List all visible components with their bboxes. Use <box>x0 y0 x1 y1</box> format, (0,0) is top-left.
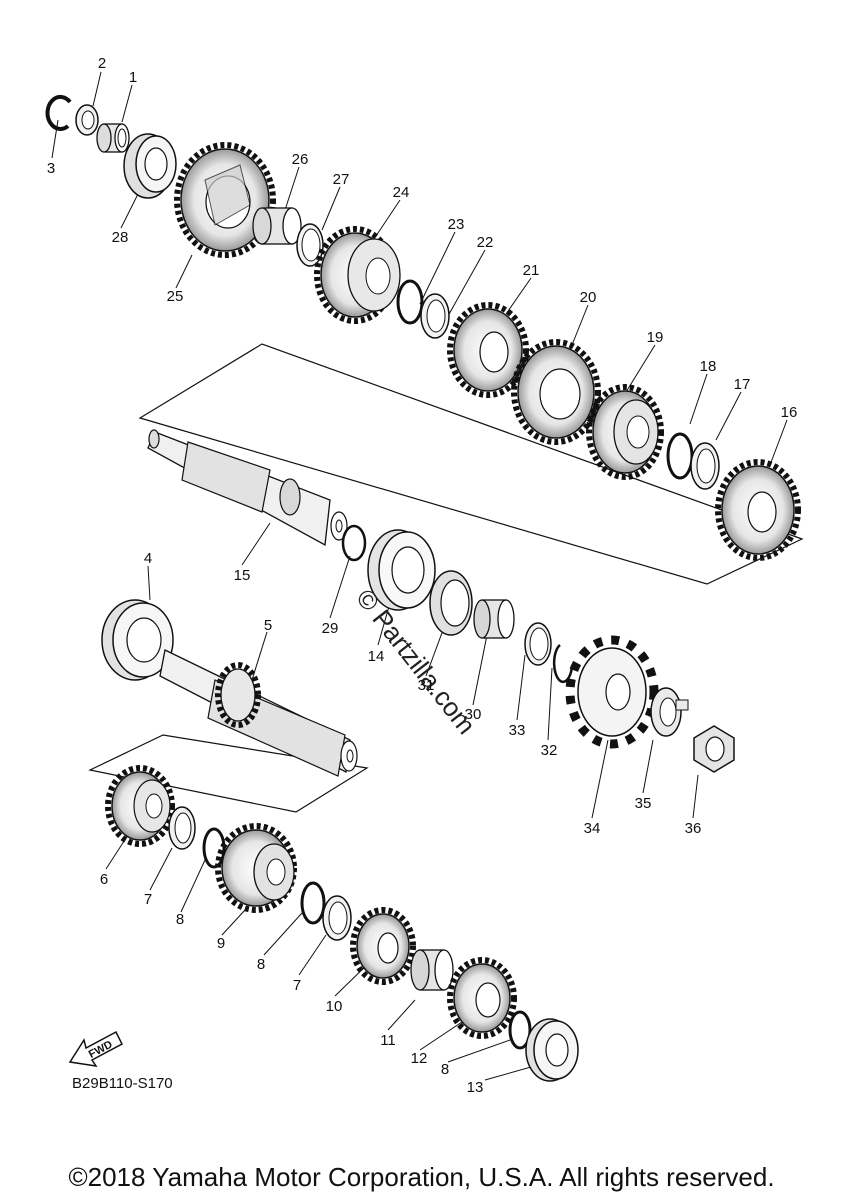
callout-4: 4 <box>144 550 152 567</box>
circlip-18 <box>666 432 694 480</box>
o-ring-29 <box>341 524 367 562</box>
gear-19 <box>586 384 664 480</box>
copyright-notice: ©2018 Yamaha Motor Corporation, U.S.A. A… <box>68 1162 775 1192</box>
washer-17 <box>690 442 720 490</box>
gear-20 <box>511 339 601 445</box>
callout-28: 28 <box>112 229 129 246</box>
fwd-arrow-icon: FWD <box>68 1030 123 1068</box>
gear-10 <box>350 907 416 985</box>
gear-9 <box>215 823 297 913</box>
callout-7a: 7 <box>144 891 152 908</box>
washer-7b <box>322 895 352 941</box>
callout-25: 25 <box>167 288 184 305</box>
washer-2 <box>75 104 99 136</box>
collar-1 <box>96 123 130 153</box>
shaft-5 <box>159 649 358 777</box>
circlip-32 <box>552 644 574 684</box>
washer-7a <box>168 806 196 850</box>
lock-washer-35 <box>650 687 689 737</box>
callout-33: 33 <box>509 722 526 739</box>
callout-20: 20 <box>580 289 597 306</box>
callout-12: 12 <box>411 1050 428 1067</box>
callout-labels: 1 2 3 4 5 6 7 7 8 8 8 9 10 11 12 13 14 1… <box>47 55 798 1096</box>
callout-8c: 8 <box>441 1061 449 1078</box>
bearing-4 <box>101 599 174 681</box>
gear-12 <box>447 957 517 1039</box>
callout-6: 6 <box>100 871 108 888</box>
shaft-15 <box>147 429 348 547</box>
callout-27: 27 <box>333 171 350 188</box>
bushing-11 <box>410 949 454 991</box>
callout-14: 14 <box>368 648 385 665</box>
bearing-14 <box>367 529 436 611</box>
callout-18: 18 <box>700 358 717 375</box>
callout-34: 34 <box>584 820 601 837</box>
callout-36: 36 <box>685 820 702 837</box>
bearing-13 <box>525 1018 579 1082</box>
callout-17: 17 <box>734 376 751 393</box>
diagram-part-code: B29B110-S170 <box>72 1075 173 1092</box>
gear-25 <box>174 142 276 258</box>
circlip-23 <box>396 279 424 325</box>
callout-24: 24 <box>393 184 410 201</box>
callout-2: 2 <box>98 55 106 72</box>
callout-8b: 8 <box>257 956 265 973</box>
callout-9: 9 <box>217 935 225 952</box>
drive-shaft-group-outline <box>88 734 369 813</box>
gear-16 <box>715 459 801 561</box>
fwd-label: FWD <box>87 1038 115 1060</box>
callout-10: 10 <box>326 998 343 1015</box>
callout-1: 1 <box>129 69 137 86</box>
circlip-8a <box>202 827 226 869</box>
collar-30 <box>473 599 515 639</box>
callout-35: 35 <box>635 795 652 812</box>
callout-7b: 7 <box>293 977 301 994</box>
nut-36 <box>693 725 735 773</box>
gear-6 <box>105 765 175 847</box>
callout-3: 3 <box>47 160 55 177</box>
sprocket-34 <box>565 635 659 749</box>
callout-32: 32 <box>541 742 558 759</box>
oil-seal-31 <box>429 570 473 636</box>
callout-11: 11 <box>380 1032 396 1049</box>
callout-31: 31 <box>418 677 435 694</box>
circlip-3 <box>45 94 72 131</box>
callout-13: 13 <box>467 1079 484 1096</box>
main-shaft-group-outline <box>138 343 804 585</box>
callout-23: 23 <box>448 216 465 233</box>
collar-26 <box>252 207 302 245</box>
callout-30: 30 <box>465 706 482 723</box>
washer-22 <box>420 293 450 339</box>
callout-26: 26 <box>292 151 309 168</box>
circlip-8c <box>508 1010 532 1050</box>
gear-21 <box>447 302 529 398</box>
callout-8a: 8 <box>176 911 184 928</box>
washer-27 <box>296 223 324 267</box>
gear-24 <box>314 226 401 324</box>
callout-5: 5 <box>264 617 272 634</box>
callout-21: 21 <box>523 262 540 279</box>
callout-29: 29 <box>322 620 339 637</box>
callout-19: 19 <box>647 329 664 346</box>
callout-22: 22 <box>477 234 494 251</box>
callout-15: 15 <box>234 567 251 584</box>
o-ring-33 <box>524 622 552 666</box>
bearing-28 <box>123 133 177 199</box>
callout-16: 16 <box>781 404 798 421</box>
circlip-8b <box>300 881 326 925</box>
